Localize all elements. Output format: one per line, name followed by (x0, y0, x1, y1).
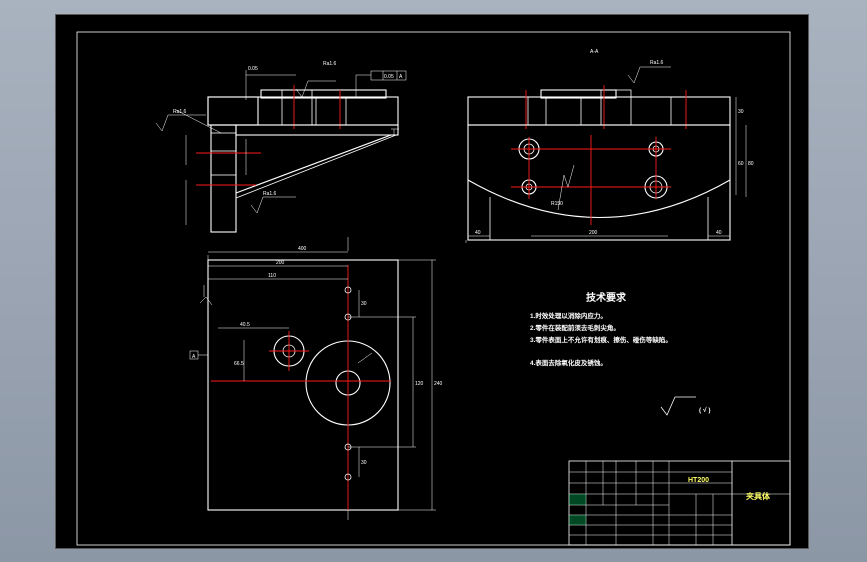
title-part-name: 夹具体 (746, 491, 771, 501)
drawing-border (76, 31, 791, 546)
plan-datum: A (192, 354, 196, 360)
section-view (465, 66, 747, 243)
section-dim-mid: 200 (589, 230, 598, 236)
front-roughness-top: Ra1.6 (323, 61, 337, 67)
front-datum: A (399, 74, 403, 80)
section-dim-h1: 30 (738, 109, 744, 115)
title-material: HT200 (688, 477, 709, 484)
plan-view (189, 237, 436, 520)
roughness-symbol (660, 396, 696, 416)
plan-dim-hole-1: 30 (361, 301, 367, 307)
section-dim-left: 40 (475, 230, 481, 236)
cad-drawing: Ra1.6 Ra1.6 Ra1.6 0.05 A 0.05 (76, 31, 791, 546)
section-dim-h3: 80 (748, 161, 754, 167)
plan-dim-h1: 120 (415, 381, 424, 387)
section-dim-right: 40 (716, 230, 722, 236)
front-roughness-left: Ra1.6 (173, 109, 187, 115)
plan-dim-h2: 240 (434, 381, 443, 387)
front-view (155, 70, 407, 233)
requirement-1: 1.时效处理以消除内应力。 (530, 311, 607, 320)
requirement-3: 3.零件表面上不允许有划痕、擦伤、碰伤等缺陷。 (530, 335, 672, 344)
section-dim-radius: R150 (551, 201, 563, 207)
section-roughness: Ra1.6 (650, 60, 664, 66)
drawing-viewport[interactable]: Ra1.6 Ra1.6 Ra1.6 0.05 A 0.05 (55, 14, 809, 549)
plan-dim-offset: 110 (268, 273, 276, 279)
requirement-2: 2.零件在装配前须去毛刺尖角。 (530, 323, 620, 332)
requirement-4: 4.表面去除氧化皮及锈蚀。 (530, 358, 607, 367)
front-parallel-tol: 0.05 (384, 74, 394, 80)
plan-dim-hole-2: 30 (361, 460, 367, 466)
plan-dim-half: 200 (276, 260, 285, 266)
roughness-note: ( √ ) (699, 406, 711, 414)
plan-dim-hole-x: 40.5 (240, 322, 250, 328)
section-label: A-A (590, 49, 599, 55)
plan-dim-width: 400 (298, 246, 307, 252)
plan-dim-vert: 66.5 (234, 361, 244, 367)
tech-title: 技术要求 (586, 291, 627, 304)
front-roughness-bottom: Ra1.6 (263, 191, 277, 197)
title-block (568, 460, 791, 546)
front-perp-tol: 0.05 (248, 66, 258, 72)
section-dim-h2: 60 (738, 161, 744, 167)
